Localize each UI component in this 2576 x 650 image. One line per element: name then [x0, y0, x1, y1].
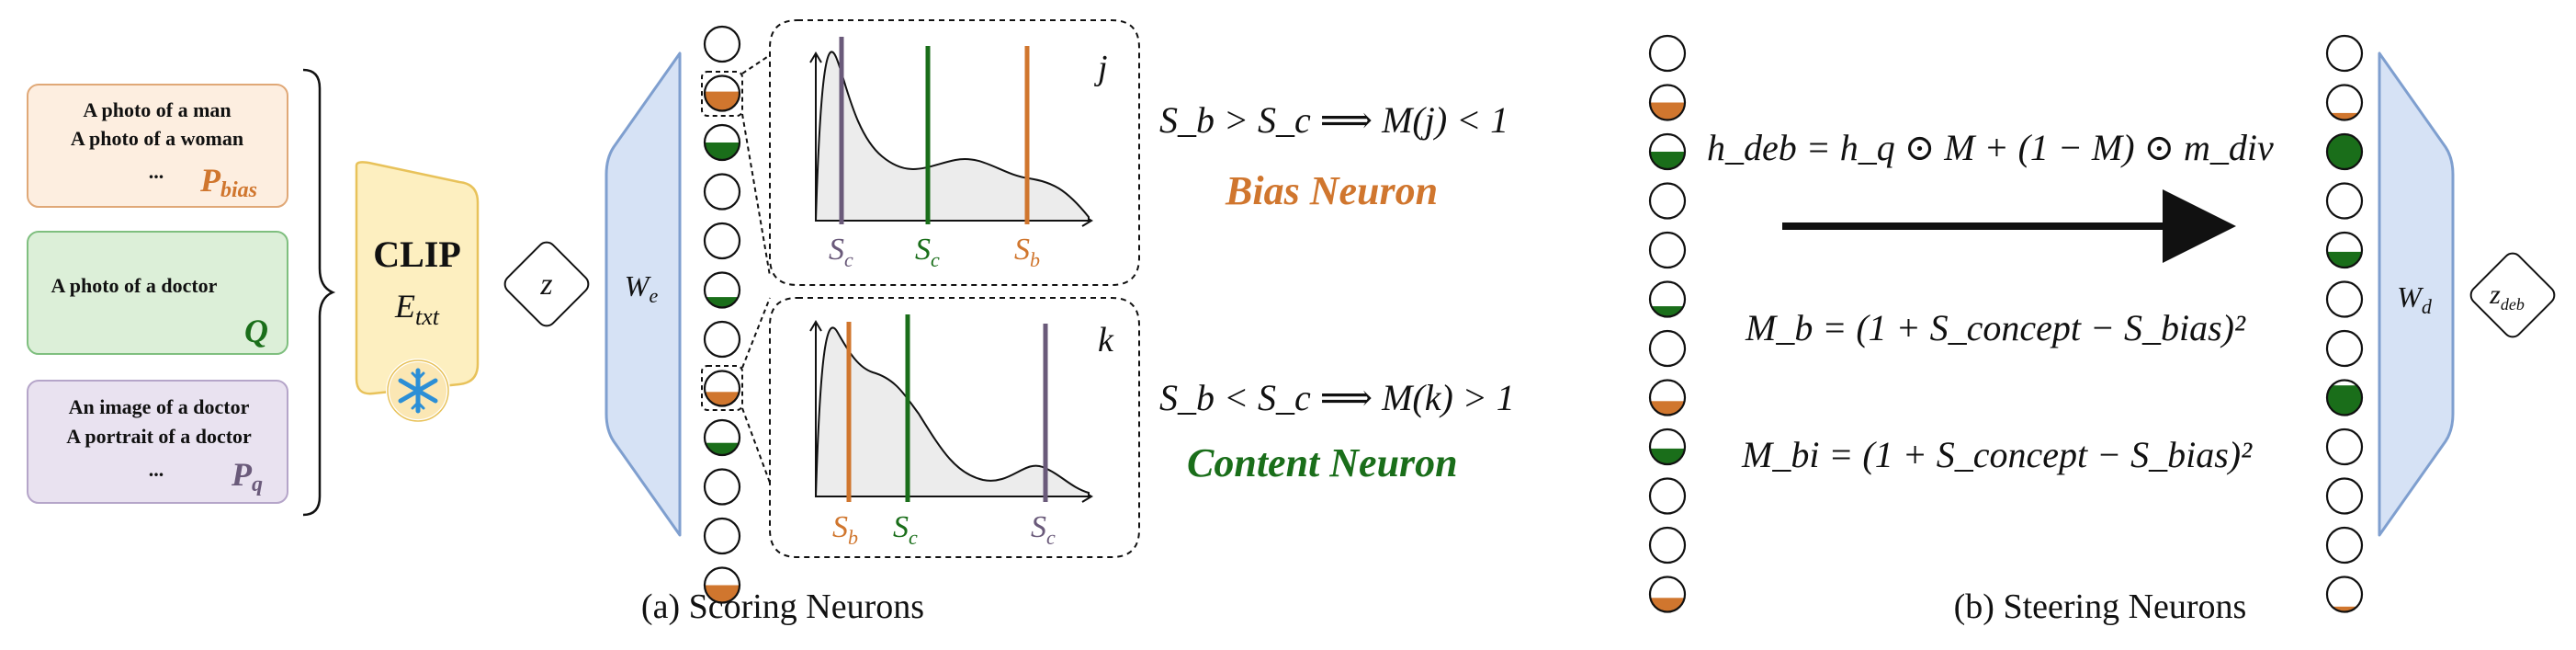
zdeb-label: zdeb: [2489, 279, 2525, 314]
q-label: Q: [244, 313, 268, 349]
neuron: [703, 74, 741, 112]
neuron: [703, 25, 741, 63]
neuron-column-scoring: [703, 25, 741, 604]
neuron: [2325, 526, 2364, 564]
neuron: [703, 517, 741, 555]
pq-dots: ...: [149, 458, 164, 481]
caption-b: (b) Steering Neurons: [1954, 587, 2247, 626]
pq-label: Pq: [231, 456, 263, 496]
plot-k-marker-1: Sb: [832, 510, 858, 549]
rule-j: S_b > S_c ⟹ M(j) < 1: [1159, 99, 1508, 141]
neuron: [1648, 132, 1687, 171]
neuron: [1648, 182, 1687, 220]
rule-k: S_b < S_c ⟹ M(k) > 1: [1159, 377, 1515, 418]
q-box: A photo of a doctor Q: [27, 231, 288, 355]
plot-j-marker-2: Sc: [915, 233, 940, 271]
plot-k-label: k: [1098, 321, 1114, 359]
pbias-label: Pbias: [199, 162, 257, 202]
neuron: [1648, 84, 1687, 121]
z-label: z: [539, 268, 552, 302]
neuron-j-highlight: [701, 71, 743, 117]
pbias-dots: ...: [149, 160, 164, 183]
plot-k: k Sb Sc Sc: [769, 297, 1140, 558]
neuron: [1648, 576, 1687, 613]
pbias-line1: A photo of a man: [83, 98, 231, 121]
neuron: [2325, 329, 2364, 368]
equation-hdeb: h_deb = h_q ⊙ M + (1 − M) ⊙ m_div: [1707, 127, 2274, 168]
neuron: [2325, 428, 2364, 466]
z-node: z: [503, 241, 590, 327]
pq-line1: An image of a doctor: [69, 395, 250, 418]
neuron: [703, 320, 741, 359]
neuron: [2325, 477, 2364, 515]
caption-a: (a) Scoring Neurons: [641, 587, 924, 626]
plot-j: j Sc Sc Sb: [769, 19, 1140, 286]
neuron: [2325, 132, 2364, 171]
neuron: [1648, 526, 1687, 564]
neuron: [703, 123, 741, 162]
snowflake-icon: [386, 359, 450, 423]
neuron: [1648, 379, 1687, 416]
neuron: [2325, 182, 2364, 220]
clip-title: CLIP: [373, 234, 461, 275]
clip-encoder: CLIP Etxt: [355, 161, 480, 423]
neuron: [1648, 280, 1687, 318]
neuron: [703, 468, 741, 506]
zdeb-node: zdeb: [2469, 252, 2556, 338]
neuron: [703, 173, 741, 211]
neuron-k-highlight: [701, 365, 743, 411]
neuron: [703, 271, 741, 309]
input-brace: [302, 68, 336, 517]
plot-j-marker-1: Sc: [829, 233, 853, 271]
neuron: [2325, 280, 2364, 318]
neuron: [1648, 231, 1687, 269]
neuron: [1648, 34, 1687, 73]
plot-j-marker-3: Sb: [1014, 233, 1040, 271]
neuron: [703, 370, 741, 407]
bias-neuron-label: Bias Neuron: [1225, 168, 1438, 213]
pbias-box: A photo of a man A photo of a woman ... …: [27, 84, 288, 208]
q-line1: A photo of a doctor: [51, 274, 218, 297]
neuron: [1648, 329, 1687, 368]
neuron: [2325, 576, 2364, 613]
equation-mb: M_b = (1 + S_concept − S_bias)²: [1745, 307, 2246, 348]
pq-line2: A portrait of a doctor: [66, 425, 252, 448]
plot-k-marker-3: Sc: [1031, 510, 1056, 549]
pq-box: An image of a doctor A portrait of a doc…: [27, 380, 288, 504]
neuron: [2325, 231, 2364, 269]
neuron: [2325, 84, 2364, 121]
wd-block: Wd: [2378, 51, 2455, 537]
equation-mbi: M_bi = (1 + S_concept − S_bias)²: [1741, 434, 2253, 475]
neuron: [2325, 34, 2364, 73]
neuron: [1648, 477, 1687, 515]
neuron-column-hdeb: [2325, 34, 2364, 613]
pbias-line2: A photo of a woman: [71, 127, 243, 150]
neuron: [703, 222, 741, 260]
neuron: [2325, 379, 2364, 416]
neuron: [1648, 428, 1687, 466]
neuron-column-hq: [1648, 34, 1687, 613]
content-neuron-label: Content Neuron: [1187, 440, 1458, 485]
neuron: [703, 418, 741, 457]
clip-encoder-label: Etxt: [394, 288, 440, 330]
wd-label: Wd: [2397, 280, 2433, 318]
we-block: We: [604, 51, 682, 537]
we-label: We: [625, 269, 659, 307]
neuron: [703, 566, 741, 604]
plot-k-marker-2: Sc: [893, 510, 918, 549]
